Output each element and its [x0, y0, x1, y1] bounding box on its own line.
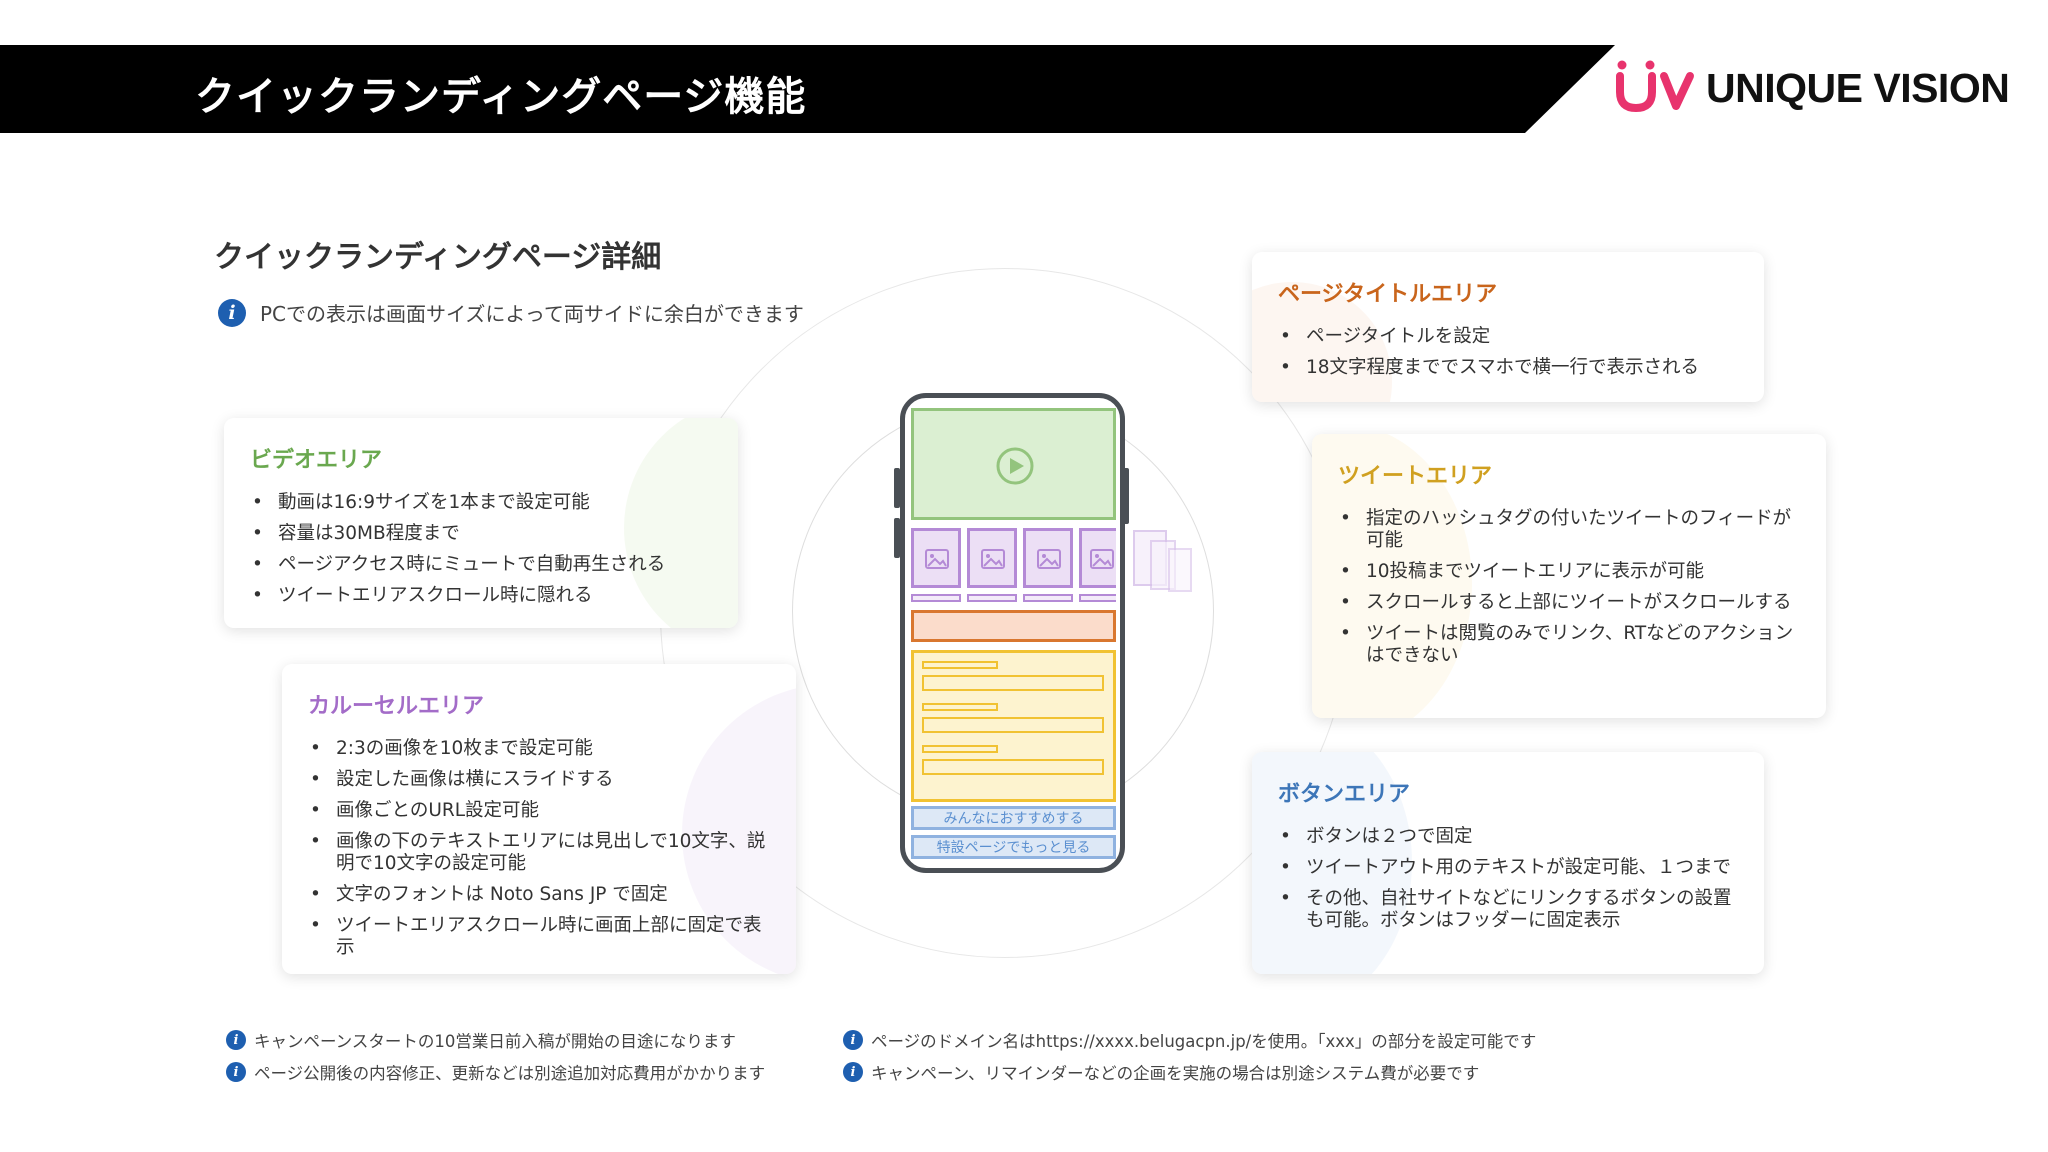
list-item: 2:3の画像を10枚まで設定可能: [308, 738, 770, 760]
list-item: 画像の下のテキストエリアには見出しで10文字、説明で10文字の設定可能: [308, 831, 770, 875]
carousel-image-1: [911, 528, 961, 588]
footer-note: i ページ公開後の内容修正、更新などは別途追加対応費用がかかります: [226, 1060, 765, 1084]
list-item: 容量は30MB程度まで: [250, 523, 712, 545]
video-zone: [911, 408, 1116, 520]
tweet-heading-bar: [922, 745, 998, 753]
phone-side-button: [894, 518, 900, 558]
tweet-body-bar: [922, 675, 1104, 691]
header-band: [0, 45, 1615, 133]
list-item: ページアクセス時にミュートで自動再生される: [250, 554, 712, 576]
tweet-body-bar: [922, 759, 1104, 775]
pc-note-text: PCでの表示は画面サイズによって両サイドに余白ができます: [260, 302, 804, 326]
special-page-button[interactable]: 特設ページでもっと見る: [911, 835, 1116, 859]
info-icon: i: [843, 1030, 863, 1050]
carousel-image-4: [1079, 528, 1116, 588]
play-icon: [996, 447, 1034, 485]
footer-note-text: ページのドメイン名はhttps://xxxx.belugacpn.jp/を使用。…: [871, 1032, 1537, 1051]
tweet-heading-bar: [922, 661, 998, 669]
info-icon: i: [218, 298, 246, 327]
list-item: ツイートは閲覧のみでリンク、RTなどのアクションはできない: [1338, 623, 1800, 667]
list-item: ツイートエリアスクロール時に隠れる: [250, 585, 712, 607]
carousel-text-bar: [1023, 594, 1073, 602]
carousel-overflow-image: [1168, 548, 1192, 592]
carousel-image-3: [1023, 528, 1073, 588]
phone-side-button: [894, 468, 900, 508]
video-area-card: ビデオエリア 動画は16:9サイズを1本まで設定可能 容量は30MB程度まで ペ…: [224, 418, 738, 628]
carousel-image-2: [967, 528, 1017, 588]
image-icon: [1090, 549, 1114, 569]
tweet-body-bar: [922, 717, 1104, 733]
page-title-area-card: ページタイトルエリア ページタイトルを設定 18文字程度まででスマホで横一行で表…: [1252, 252, 1764, 402]
footer-note: i ページのドメイン名はhttps://xxxx.belugacpn.jp/を使…: [843, 1028, 1536, 1052]
info-icon: i: [226, 1030, 246, 1050]
page-title-area-title: ページタイトルエリア: [1278, 282, 1498, 307]
footer-note-text: キャンペーンスタートの10営業日前入稿が開始の目途になります: [254, 1032, 736, 1051]
pc-note: i PCでの表示は画面サイズによって両サイドに余白ができます: [218, 298, 804, 327]
video-area-title: ビデオエリア: [250, 448, 383, 473]
image-icon: [925, 549, 949, 569]
button-area-list: ボタンは２つで固定 ツイートアウト用のテキストが設定可能、１つまで その他、自社…: [1278, 826, 1738, 932]
carousel-area-title: カルーセルエリア: [308, 694, 485, 719]
tweet-heading-bar: [922, 703, 998, 711]
video-area-list: 動画は16:9サイズを1本まで設定可能 容量は30MB程度まで ページアクセス時…: [250, 492, 712, 607]
footer-note: i キャンペーン、リマインダーなどの企画を実施の場合は別途システム費が必要です: [843, 1060, 1479, 1084]
footer-note: i キャンペーンスタートの10営業日前入稿が開始の目途になります: [226, 1028, 736, 1052]
tweet-zone: [911, 650, 1116, 802]
tweet-area-title: ツイートエリア: [1338, 464, 1493, 489]
section-title: クイックランディングページ詳細: [214, 240, 662, 275]
image-icon: [981, 549, 1005, 569]
carousel-text-bar: [911, 594, 961, 602]
list-item: ページタイトルを設定: [1278, 326, 1738, 348]
page-title: クイックランディングページ機能: [195, 74, 807, 120]
list-item: スクロールすると上部にツイートがスクロールする: [1338, 592, 1800, 614]
image-icon: [1037, 549, 1061, 569]
list-item: 画像ごとのURL設定可能: [308, 800, 770, 822]
list-item: 指定のハッシュタグの付いたツイートのフィードが可能: [1338, 508, 1800, 552]
carousel-area-card: カルーセルエリア 2:3の画像を10枚まで設定可能 設定した画像は横にスライドす…: [282, 664, 796, 974]
info-icon: i: [226, 1062, 246, 1082]
phone-side-button: [1123, 468, 1129, 524]
button-area-card: ボタンエリア ボタンは２つで固定 ツイートアウト用のテキストが設定可能、１つまで…: [1252, 752, 1764, 974]
page-title-area-list: ページタイトルを設定 18文字程度まででスマホで横一行で表示される: [1278, 326, 1738, 379]
recommend-button[interactable]: みんなにおすすめする: [911, 806, 1116, 830]
tweet-area-card: ツイートエリア 指定のハッシュタグの付いたツイートのフィードが可能 10投稿まで…: [1312, 434, 1826, 718]
list-item: ツイートエリアスクロール時に画面上部に固定で表示: [308, 915, 770, 959]
list-item: 10投稿までツイートエリアに表示が可能: [1338, 561, 1800, 583]
footer-note-text: ページ公開後の内容修正、更新などは別途追加対応費用がかかります: [254, 1064, 766, 1083]
phone-mockup: みんなにおすすめする 特設ページでもっと見る: [900, 393, 1125, 873]
page-title-zone: [911, 610, 1116, 642]
carousel-text-bar: [967, 594, 1017, 602]
list-item: 文字のフォントは Noto Sans JP で固定: [308, 884, 770, 906]
info-icon: i: [843, 1062, 863, 1082]
list-item: 設定した画像は横にスライドする: [308, 769, 770, 791]
carousel-text-bar: [1079, 594, 1116, 602]
list-item: その他、自社サイトなどにリンクするボタンの設置も可能。ボタンはフッダーに固定表示: [1278, 888, 1738, 932]
list-item: 18文字程度まででスマホで横一行で表示される: [1278, 357, 1738, 379]
button-area-title: ボタンエリア: [1278, 782, 1411, 807]
footer-note-text: キャンペーン、リマインダーなどの企画を実施の場合は別途システム費が必要です: [871, 1064, 1480, 1083]
list-item: ツイートアウト用のテキストが設定可能、１つまで: [1278, 857, 1738, 879]
logo: UNIQUE VISION: [1612, 58, 2010, 118]
logo-text: UNIQUE VISION: [1706, 64, 2010, 111]
tweet-area-list: 指定のハッシュタグの付いたツイートのフィードが可能 10投稿までツイートエリアに…: [1338, 508, 1800, 667]
unique-vision-logo-icon: [1616, 60, 1694, 113]
list-item: 動画は16:9サイズを1本まで設定可能: [250, 492, 712, 514]
list-item: ボタンは２つで固定: [1278, 826, 1738, 848]
carousel-area-list: 2:3の画像を10枚まで設定可能 設定した画像は横にスライドする 画像ごとのUR…: [308, 738, 770, 959]
